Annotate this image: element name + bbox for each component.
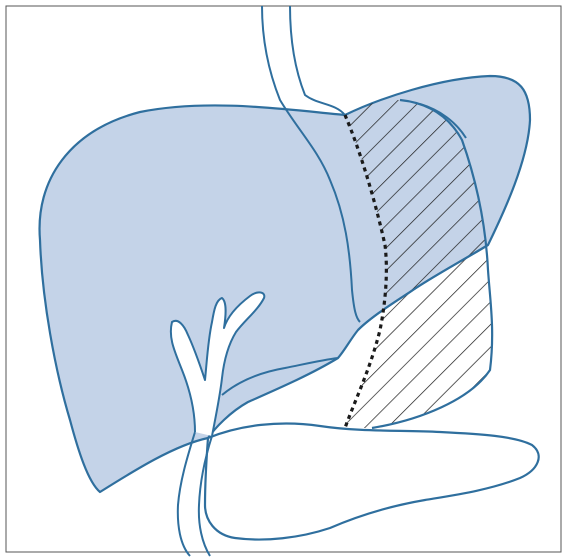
liver-resection-illustration: [0, 0, 567, 558]
figure-frame: [0, 0, 567, 558]
